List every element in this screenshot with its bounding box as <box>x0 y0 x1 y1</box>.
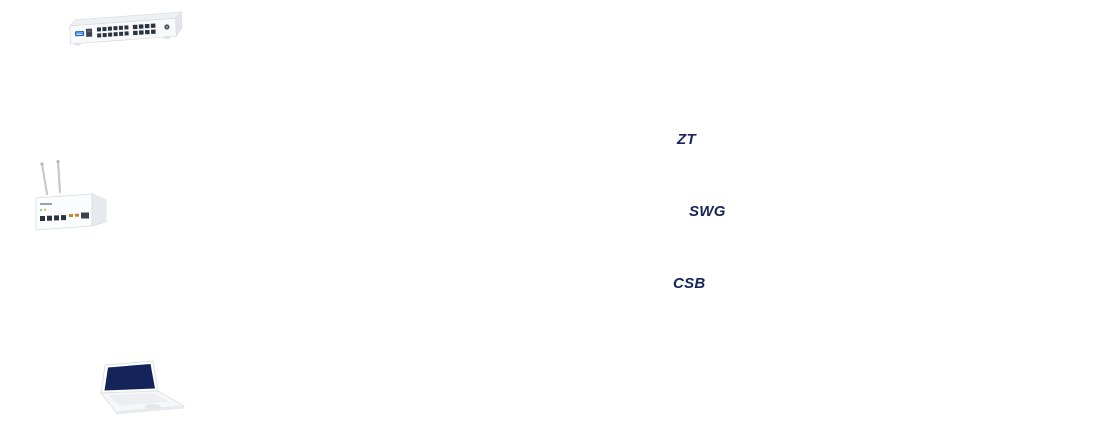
label-swg: SWG <box>689 203 726 220</box>
label-zt: ZT <box>677 131 696 148</box>
label-csb: CSB <box>673 275 706 292</box>
rack-network-appliance-icon <box>69 11 183 46</box>
desktop-firewall <box>30 160 116 232</box>
laptop-icon <box>100 360 186 415</box>
laptop <box>96 360 190 422</box>
desktop-firewall-icon <box>34 160 107 231</box>
rack-appliance <box>64 10 186 50</box>
